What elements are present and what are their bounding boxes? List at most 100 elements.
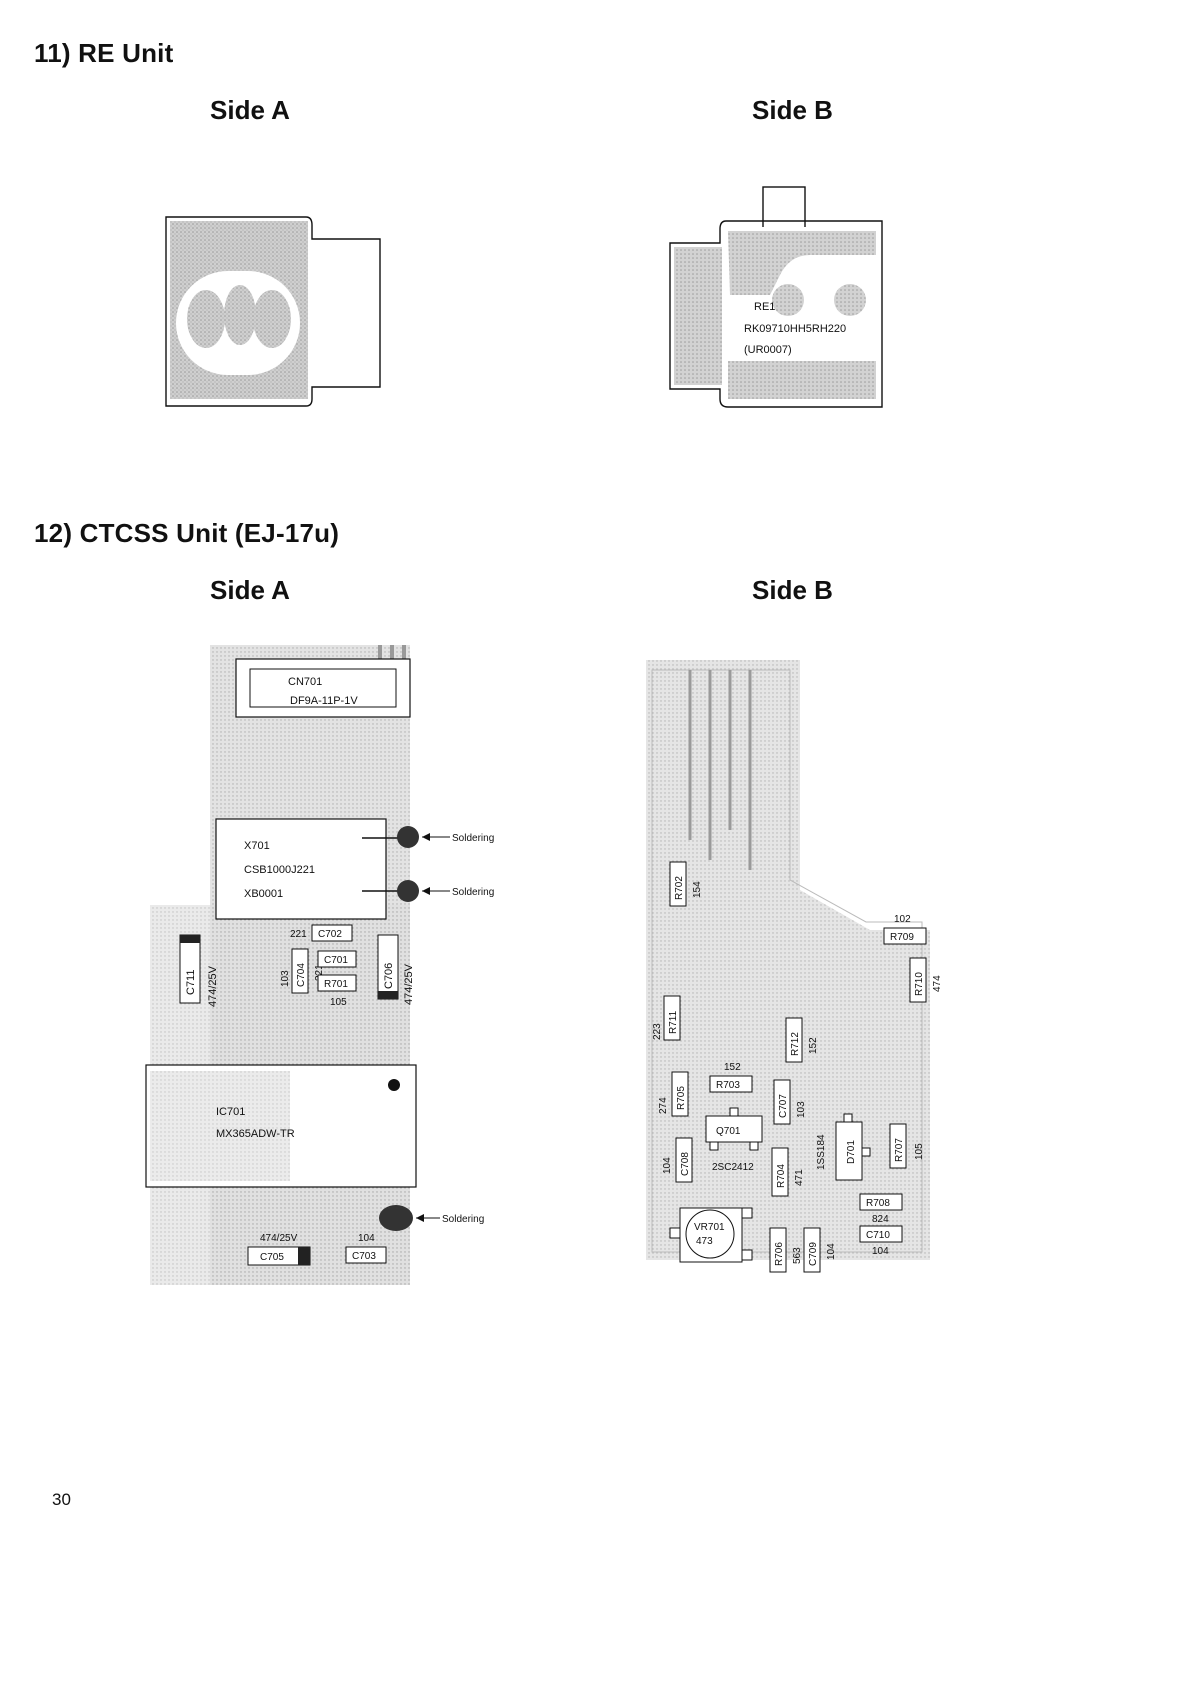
c710-capacitor [859, 1225, 903, 1243]
r708-value: 824 [872, 1214, 889, 1225]
ic701-label: IC701 [216, 1106, 245, 1118]
vr701-label: VR701 [694, 1222, 725, 1233]
d701-part: 1SS184 [816, 1134, 827, 1170]
c701-value: 221 [314, 964, 325, 981]
cn701-label: CN701 [288, 676, 322, 688]
ctcss-side-a-label: Side A [210, 575, 290, 605]
r705-value: 274 [658, 1097, 669, 1114]
c710-value: 104 [872, 1246, 889, 1257]
c708-label: C708 [680, 1152, 691, 1176]
c710-label: C710 [866, 1230, 890, 1241]
soldering-label-2: Soldering [452, 887, 494, 898]
r710-label: R710 [914, 972, 925, 996]
c707-capacitor [773, 1079, 791, 1125]
r702-value: 154 [692, 881, 703, 898]
c703-value: 104 [358, 1233, 375, 1244]
c705-value: 474/25V [260, 1233, 298, 1244]
r706-resistor [769, 1227, 787, 1273]
r708-resistor [859, 1193, 903, 1211]
c703-label: C703 [352, 1251, 376, 1262]
r712-label: R712 [790, 1032, 801, 1056]
c702-value: 221 [290, 929, 307, 940]
r712-value: 152 [808, 1037, 819, 1054]
r709-label: R709 [890, 932, 914, 943]
c709-value: 104 [826, 1243, 837, 1260]
c704-capacitor [291, 948, 309, 994]
ic701-part: MX365ADW-TR [216, 1128, 295, 1140]
r703-label: R703 [716, 1080, 740, 1091]
re-unit-side-a-label: Side A [210, 95, 290, 125]
vr701-value: 473 [696, 1236, 713, 1247]
re-unit-title: 11) RE Unit [34, 38, 174, 68]
soldering-label-3: Soldering [442, 1214, 484, 1225]
re-unit-side-b-label: Side B [752, 95, 833, 125]
r709-value: 102 [894, 914, 911, 925]
c707-value: 103 [796, 1101, 807, 1118]
r712-resistor [785, 1017, 803, 1063]
c709-capacitor [803, 1227, 821, 1273]
cn701-part: DF9A-11P-1V [290, 695, 358, 707]
r704-value: 471 [794, 1169, 805, 1186]
q701-transistor [705, 1115, 763, 1143]
r703-value: 152 [724, 1062, 741, 1073]
soldering-point-2 [397, 880, 419, 902]
x701-label: X701 [244, 840, 270, 852]
r701-resistor [317, 974, 357, 992]
c705-label: C705 [260, 1252, 284, 1263]
r703-resistor [709, 1075, 753, 1093]
c707-label: C707 [778, 1094, 789, 1118]
r701-value: 105 [330, 997, 347, 1008]
soldering-point-3 [379, 1205, 413, 1231]
q701-label: Q701 [716, 1126, 741, 1137]
r702-label: R702 [674, 876, 685, 900]
x701-part: CSB1000J221 [244, 864, 315, 876]
ctcss-side-b-diagram: R702 154 102 R709 R710 474 223 R711 R712… [646, 660, 940, 1273]
x701-resonator [215, 818, 387, 920]
r701-label: R701 [324, 979, 348, 990]
d701-diode [835, 1121, 863, 1181]
d701-label: D701 [846, 1140, 857, 1164]
c711-value: 474/25V [207, 965, 219, 1007]
re-b-shaft [762, 186, 806, 234]
c708-capacitor [675, 1137, 693, 1183]
re-b-code-label: (UR0007) [744, 344, 792, 356]
r711-value: 223 [652, 1023, 663, 1040]
c711-label: C711 [185, 970, 197, 995]
ctcss-unit-title: 12) CTCSS Unit (EJ-17u) [34, 518, 340, 548]
r710-value: 474 [932, 975, 940, 992]
c701-label: C701 [324, 955, 348, 966]
re-b-part-label: RK09710HH5RH220 [744, 323, 846, 335]
r706-label: R706 [774, 1242, 785, 1266]
c706-label: C706 [383, 963, 395, 989]
r706-value: 563 [792, 1247, 803, 1264]
re-unit-side-a-diagram [165, 216, 381, 407]
r704-label: R704 [776, 1164, 787, 1188]
c702-label: C702 [318, 929, 342, 940]
re-unit-side-b-diagram: RE1 RK09710HH5RH220 (UR0007) [669, 186, 883, 408]
x701-code: XB0001 [244, 888, 283, 900]
re-a-pad-right [251, 288, 293, 350]
r702-resistor [669, 861, 687, 907]
r704-resistor [771, 1147, 789, 1197]
r709-resistor [883, 927, 927, 945]
q701-part: 2SC2412 [712, 1162, 754, 1173]
r705-label: R705 [676, 1086, 687, 1110]
r711-resistor [663, 995, 681, 1041]
c701-capacitor [317, 950, 357, 968]
r707-label: R707 [894, 1138, 905, 1162]
page-number: 30 [52, 1490, 71, 1509]
c708-value: 104 [662, 1157, 673, 1174]
r707-value: 105 [914, 1143, 925, 1160]
ctcss-side-b-label: Side B [752, 575, 833, 605]
ctcss-side-a-diagram: CN701 DF9A-11P-1V X701 CSB1000J221 XB000… [145, 645, 494, 1285]
c706-value: 474/25V [403, 963, 415, 1005]
soldering-label-1: Soldering [452, 833, 494, 844]
c709-label: C709 [808, 1242, 819, 1266]
re-b-ref-label: RE1 [754, 301, 775, 313]
re-a-pad-left [185, 288, 227, 350]
r708-label: R708 [866, 1198, 890, 1209]
c704-label: C704 [296, 963, 307, 987]
r705-resistor [671, 1071, 689, 1117]
r707-resistor [889, 1123, 907, 1169]
r711-label: R711 [668, 1010, 679, 1034]
